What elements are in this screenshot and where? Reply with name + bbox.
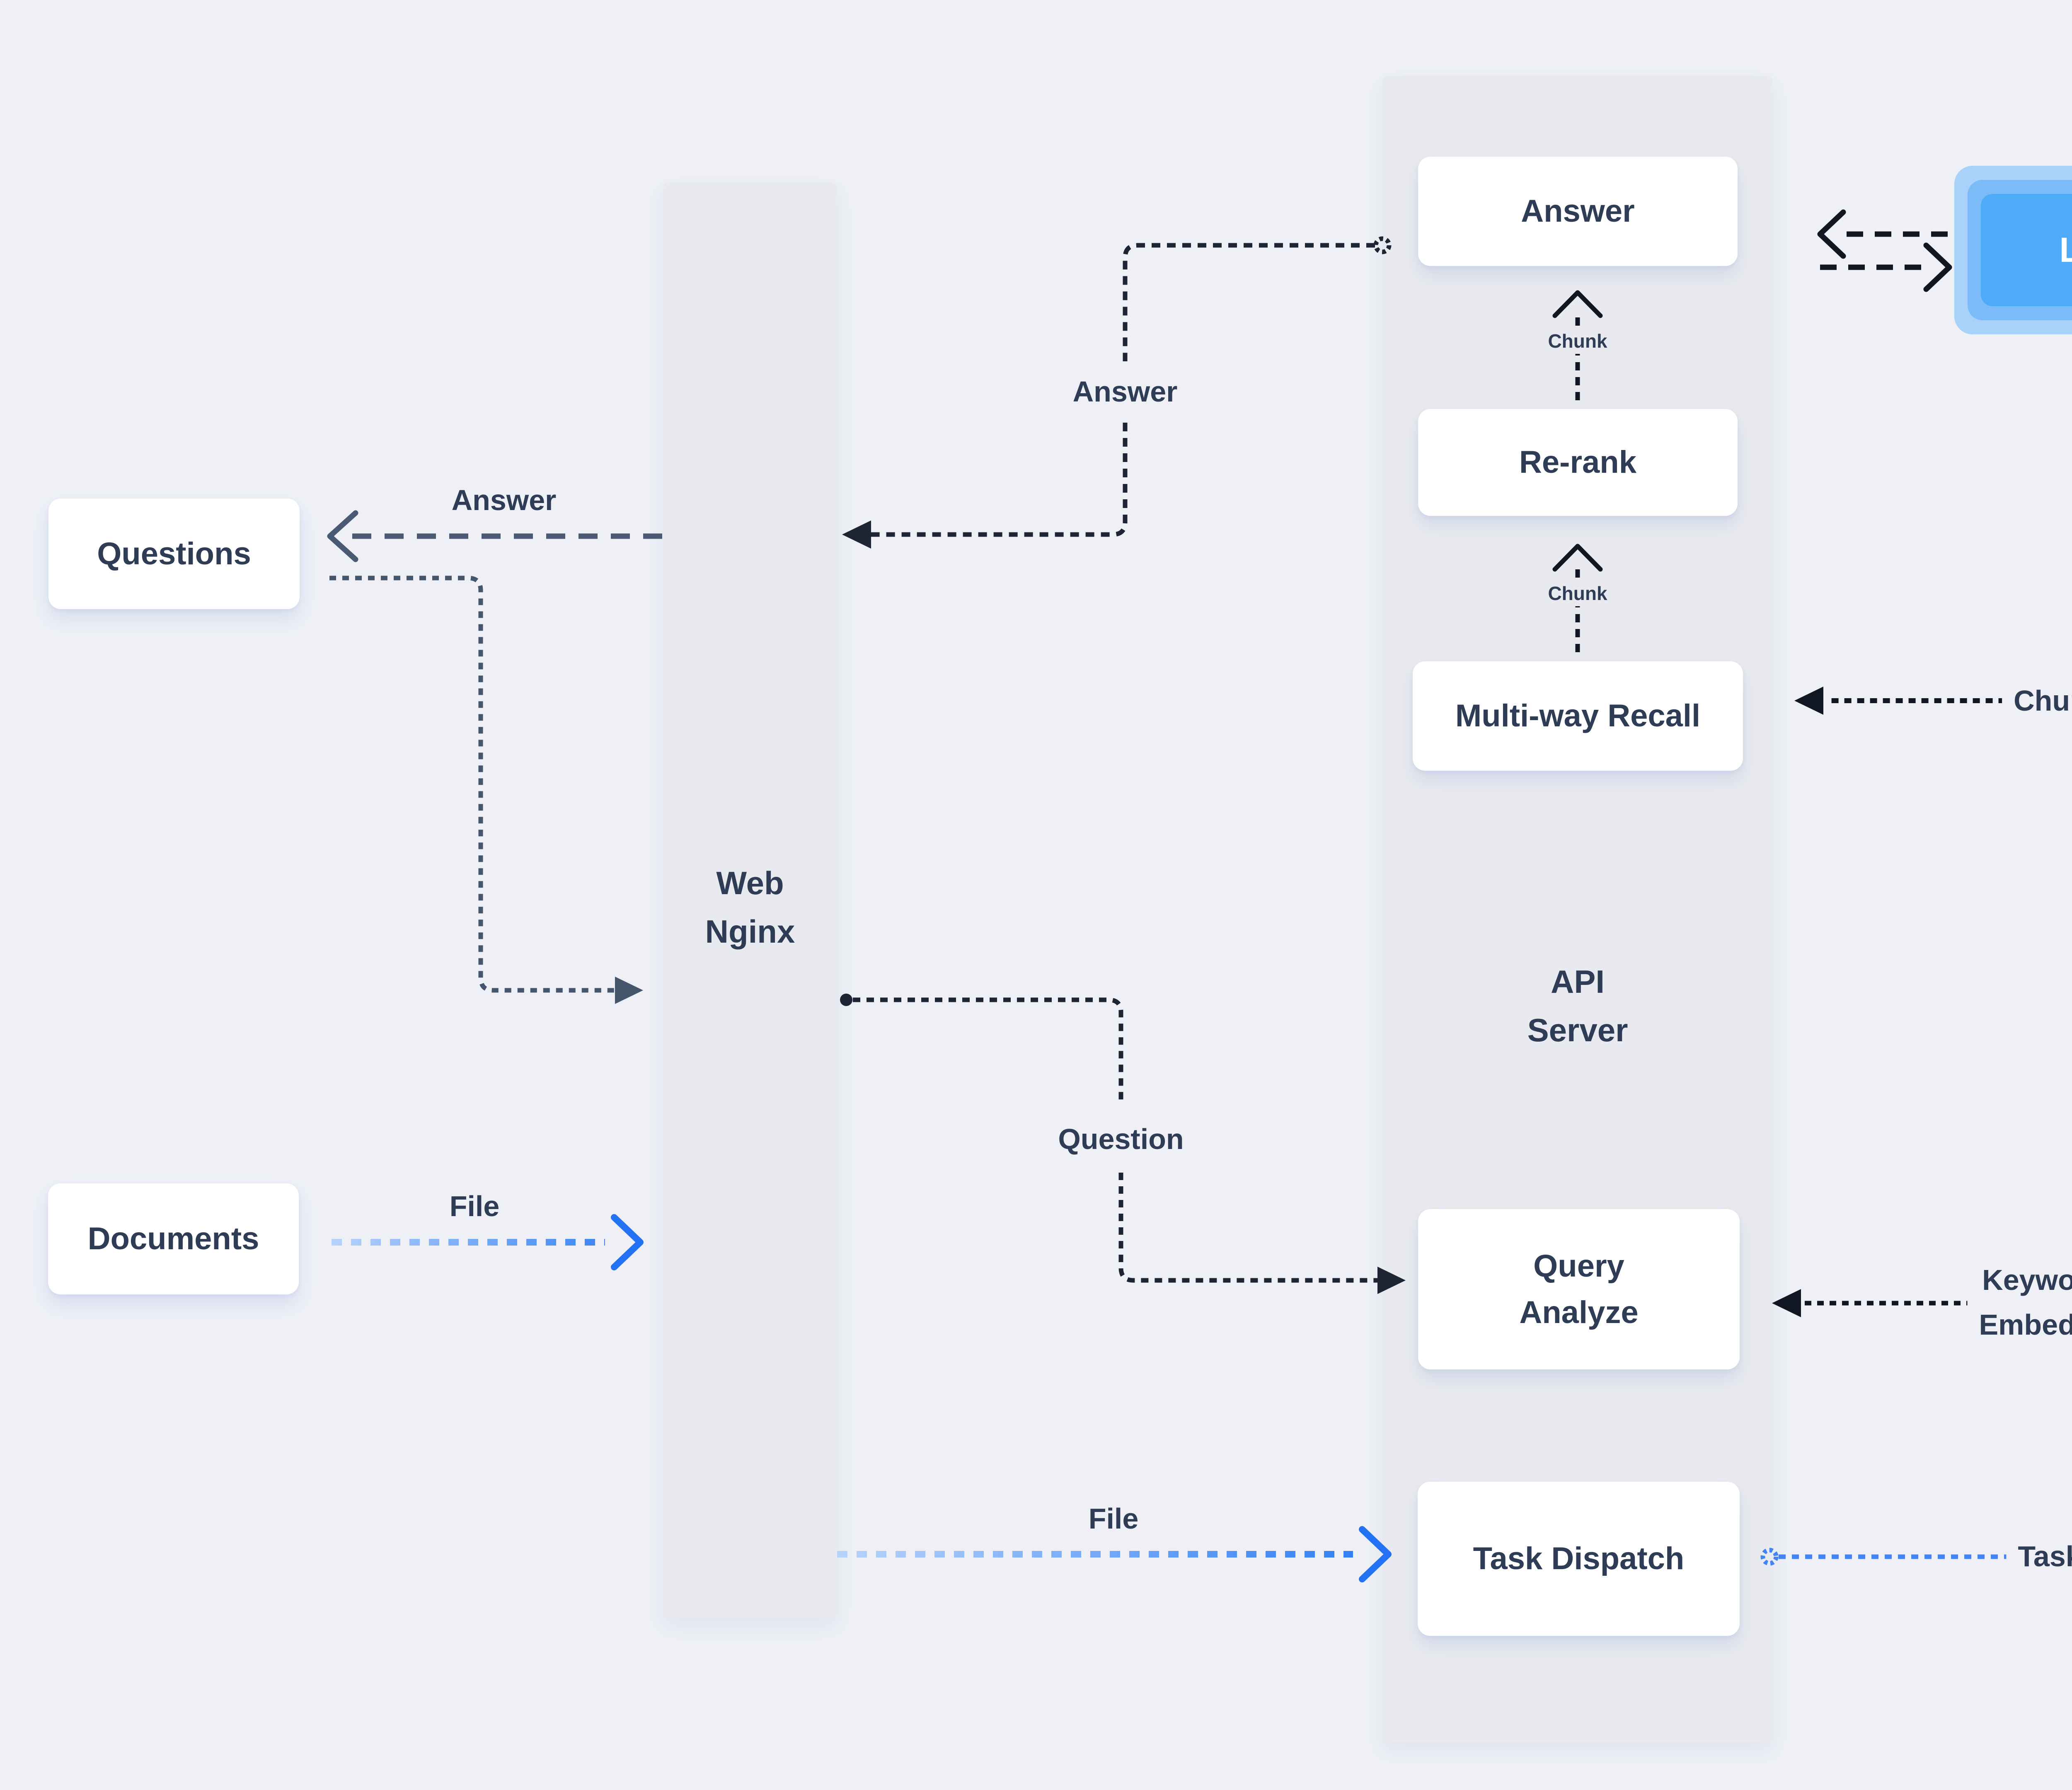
edge-label-keyword-embedding: Keyword &Embedding (1967, 1255, 2072, 1350)
edge-label-file-bottom: File (1088, 1502, 1139, 1535)
edge-start-marker (1760, 1548, 1779, 1566)
edge-chunk-db-to-recall (1794, 687, 2072, 715)
arrowhead-chevron-up-icon (1552, 290, 1603, 318)
arrowhead-chevron-left-icon (1817, 209, 1846, 259)
edge-label-file-left: File (449, 1190, 500, 1222)
edge-question-nginx-to-query (840, 994, 1406, 1294)
task-dispatch-label: Task Dispatch (1473, 1541, 1685, 1576)
query-analyze-label-line1: Query (1533, 1248, 1624, 1284)
questions-node[interactable]: Questions (48, 498, 300, 609)
edge-file-documents-to-nginx (332, 1214, 644, 1270)
arrowhead-right-icon (1377, 1267, 1406, 1294)
answer-label: Answer (1521, 194, 1635, 229)
arrowhead-left-icon (1794, 687, 1823, 715)
rerank-label: Re-rank (1519, 445, 1636, 480)
edge-answer-nginx-to-questions (327, 510, 662, 562)
documents-label: Documents (87, 1221, 259, 1256)
arrowhead-chevron-right-icon (1359, 1526, 1392, 1582)
rerank-node[interactable]: Re-rank (1418, 409, 1738, 516)
multiway-recall-label: Multi-way Recall (1455, 698, 1701, 733)
edge-llms-to-answer (1817, 209, 1948, 259)
documents-node[interactable]: Documents (48, 1183, 299, 1294)
edge-answer-api-to-nginx (842, 236, 1392, 549)
arrowhead-chevron-right-icon (611, 1214, 644, 1270)
edge-start-marker (840, 994, 852, 1006)
llms-label: LLMs (2059, 230, 2072, 269)
query-analyze-node[interactable]: Query Analyze (1418, 1209, 1740, 1369)
edge-tasks-dispatch-db (1760, 1548, 2072, 1566)
questions-label: Questions (97, 536, 251, 571)
edge-chunk-recall-to-rerank (1552, 544, 1603, 652)
llms-node-inner-layer: LLMs (1981, 194, 2072, 306)
arrowhead-left-icon (842, 520, 871, 549)
edge-chunk-rerank-to-answer (1552, 290, 1603, 400)
edge-label-tasks: Tasks (2006, 1537, 2072, 1575)
edge-keyword-query-db (1772, 1289, 2072, 1317)
edge-label-chunk-db-recall: Chunk (2002, 682, 2072, 720)
web-nginx-panel (663, 182, 837, 1618)
arrowhead-left-icon (1772, 1289, 1801, 1317)
multiway-recall-node[interactable]: Multi-way Recall (1413, 661, 1743, 771)
edge-label-question: Question (1046, 1120, 1196, 1158)
edge-label-answer-mid: Answer (1061, 373, 1189, 411)
edge-label-chunk-rerank-answer: Chunk (1540, 328, 1615, 354)
query-analyze-label-line2: Analyze (1519, 1294, 1639, 1330)
edge-label-answer-left: Answer (451, 484, 557, 516)
edge-start-marker (1373, 236, 1392, 254)
arrowhead-right-icon (615, 977, 643, 1004)
edge-file-nginx-to-dispatch (837, 1526, 1392, 1582)
arrowhead-chevron-up-icon (1552, 544, 1603, 572)
answer-node[interactable]: Answer (1418, 157, 1738, 266)
edge-questions-to-nginx (329, 576, 643, 1004)
edge-answer-to-llms (1820, 242, 1952, 292)
edge-label-chunk-recall-rerank: Chunk (1540, 581, 1615, 606)
arrowhead-chevron-left-icon (327, 510, 358, 562)
arrowhead-chevron-right-icon (1923, 242, 1952, 292)
llms-node[interactable]: LLMs (1954, 166, 2072, 334)
task-dispatch-node[interactable]: Task Dispatch (1418, 1482, 1740, 1636)
